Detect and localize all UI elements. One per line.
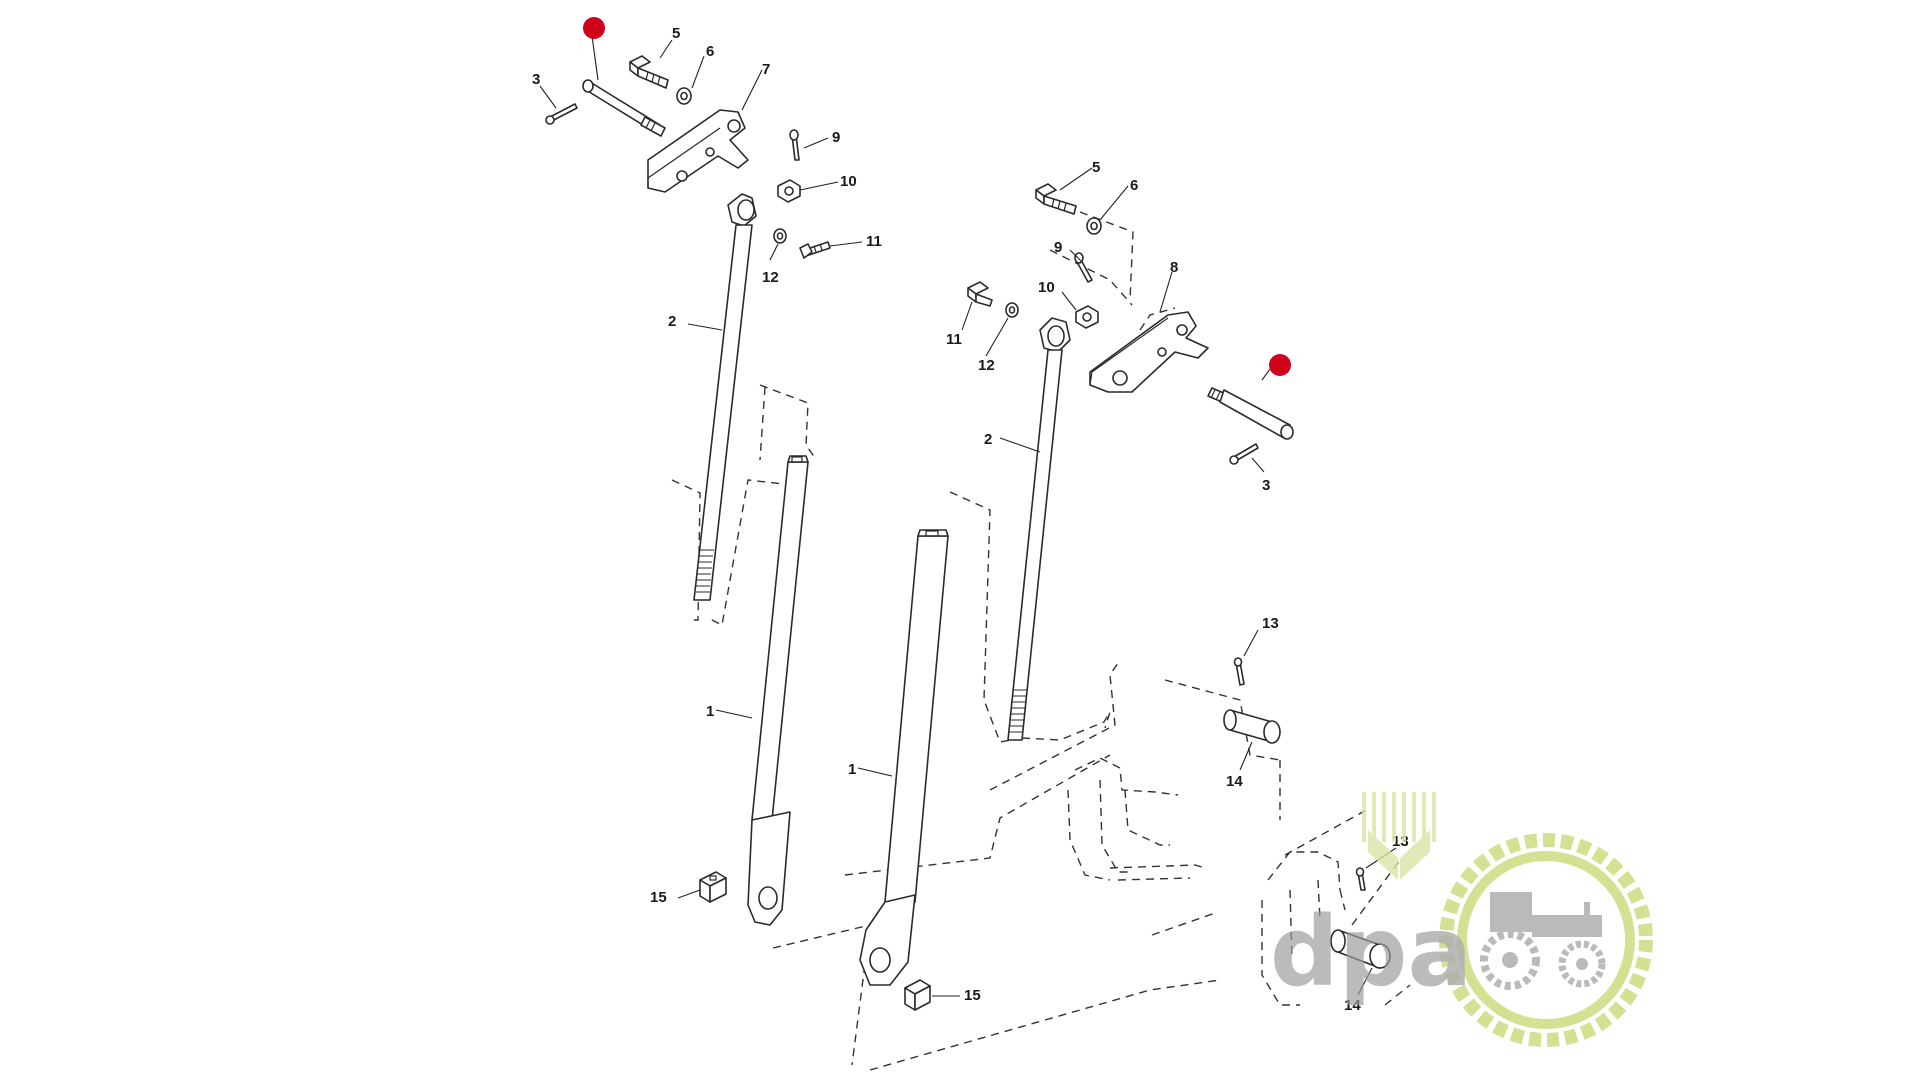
wheat-icon — [1362, 792, 1436, 880]
left-bracket-7 — [647, 109, 749, 193]
callout-5: 5 — [1092, 159, 1100, 176]
right-cotter-pin — [1229, 443, 1259, 465]
left-rod-2 — [693, 224, 753, 601]
callout-15: 15 — [650, 889, 667, 906]
callout-14: 14 — [1226, 773, 1243, 790]
callout-3: 3 — [1262, 477, 1270, 494]
callout-5: 5 — [672, 25, 680, 42]
callout-11: 11 — [946, 331, 962, 348]
callout-6: 6 — [1130, 177, 1138, 194]
watermark-text: dpa — [1270, 896, 1472, 1008]
callout-3: 3 — [532, 71, 540, 88]
callout-13: 13 — [1262, 615, 1279, 632]
left-assembly — [545, 55, 831, 926]
right-washer-6 — [1086, 217, 1102, 235]
left-block-15 — [699, 871, 727, 903]
callout-2: 2 — [668, 313, 676, 330]
highlight-markers — [583, 17, 1291, 376]
dpa-watermark-logo: dpa — [1270, 792, 1653, 1047]
callout-6: 6 — [706, 43, 714, 60]
callout-1: 1 — [706, 703, 714, 720]
callout-2: 2 — [984, 431, 992, 448]
right-pin — [1207, 387, 1294, 440]
phantom-clevis-upper — [1067, 757, 1206, 881]
right-bolt-5 — [1035, 183, 1077, 215]
right-rod-2 — [1007, 349, 1063, 741]
left-lift-link-1 — [747, 455, 809, 926]
left-bolt-11 — [799, 241, 831, 259]
right-nut-10 — [1075, 305, 1099, 329]
left-washer-12 — [773, 228, 787, 244]
callout-14: 14 — [1344, 997, 1361, 1014]
red-marker-right-pin — [1269, 354, 1291, 376]
callout-9: 9 — [1054, 239, 1062, 256]
phantom-clevis-lower — [1261, 851, 1346, 1006]
callout-1: 1 — [848, 761, 856, 778]
callout-9: 9 — [832, 129, 840, 146]
right-pin-13 — [1233, 657, 1245, 686]
leader-lines — [539, 35, 1397, 997]
callout-12: 12 — [978, 357, 995, 374]
callout-labels: 3 5 6 7 9 10 11 12 2 5 6 8 9 10 11 12 2 … — [532, 25, 1409, 1014]
tractor-icon — [1480, 892, 1606, 990]
left-bolt-5 — [629, 55, 669, 89]
callout-12: 12 — [762, 269, 779, 286]
left-pin — [582, 79, 666, 137]
callout-7: 7 — [762, 61, 770, 78]
left-rod-eye — [727, 193, 757, 227]
right-bolt-11 — [967, 281, 993, 307]
right-assembly — [967, 183, 1294, 744]
center-block-15 — [904, 979, 931, 1011]
callout-15: 15 — [964, 987, 981, 1004]
callout-11: 11 — [866, 233, 882, 250]
right-rod-eye — [1039, 317, 1071, 353]
red-marker-left-pin — [583, 17, 605, 39]
lower-clevis-pin-14 — [1330, 929, 1391, 969]
right-clevis-pin-14 — [1223, 709, 1281, 744]
callout-10: 10 — [1038, 279, 1055, 296]
lower-pin-13 — [1355, 867, 1366, 891]
left-washer-6 — [676, 87, 692, 105]
left-cotter-pin-9 — [789, 129, 800, 161]
right-bracket-8 — [1089, 311, 1209, 393]
center-lift-link-1 — [859, 529, 949, 986]
callout-8: 8 — [1170, 259, 1178, 276]
left-cotter-pin — [545, 103, 578, 125]
left-nut-10 — [777, 179, 801, 203]
gear-wheel-icon — [1439, 833, 1653, 1047]
right-washer-12 — [1005, 302, 1019, 318]
callout-10: 10 — [840, 173, 857, 190]
